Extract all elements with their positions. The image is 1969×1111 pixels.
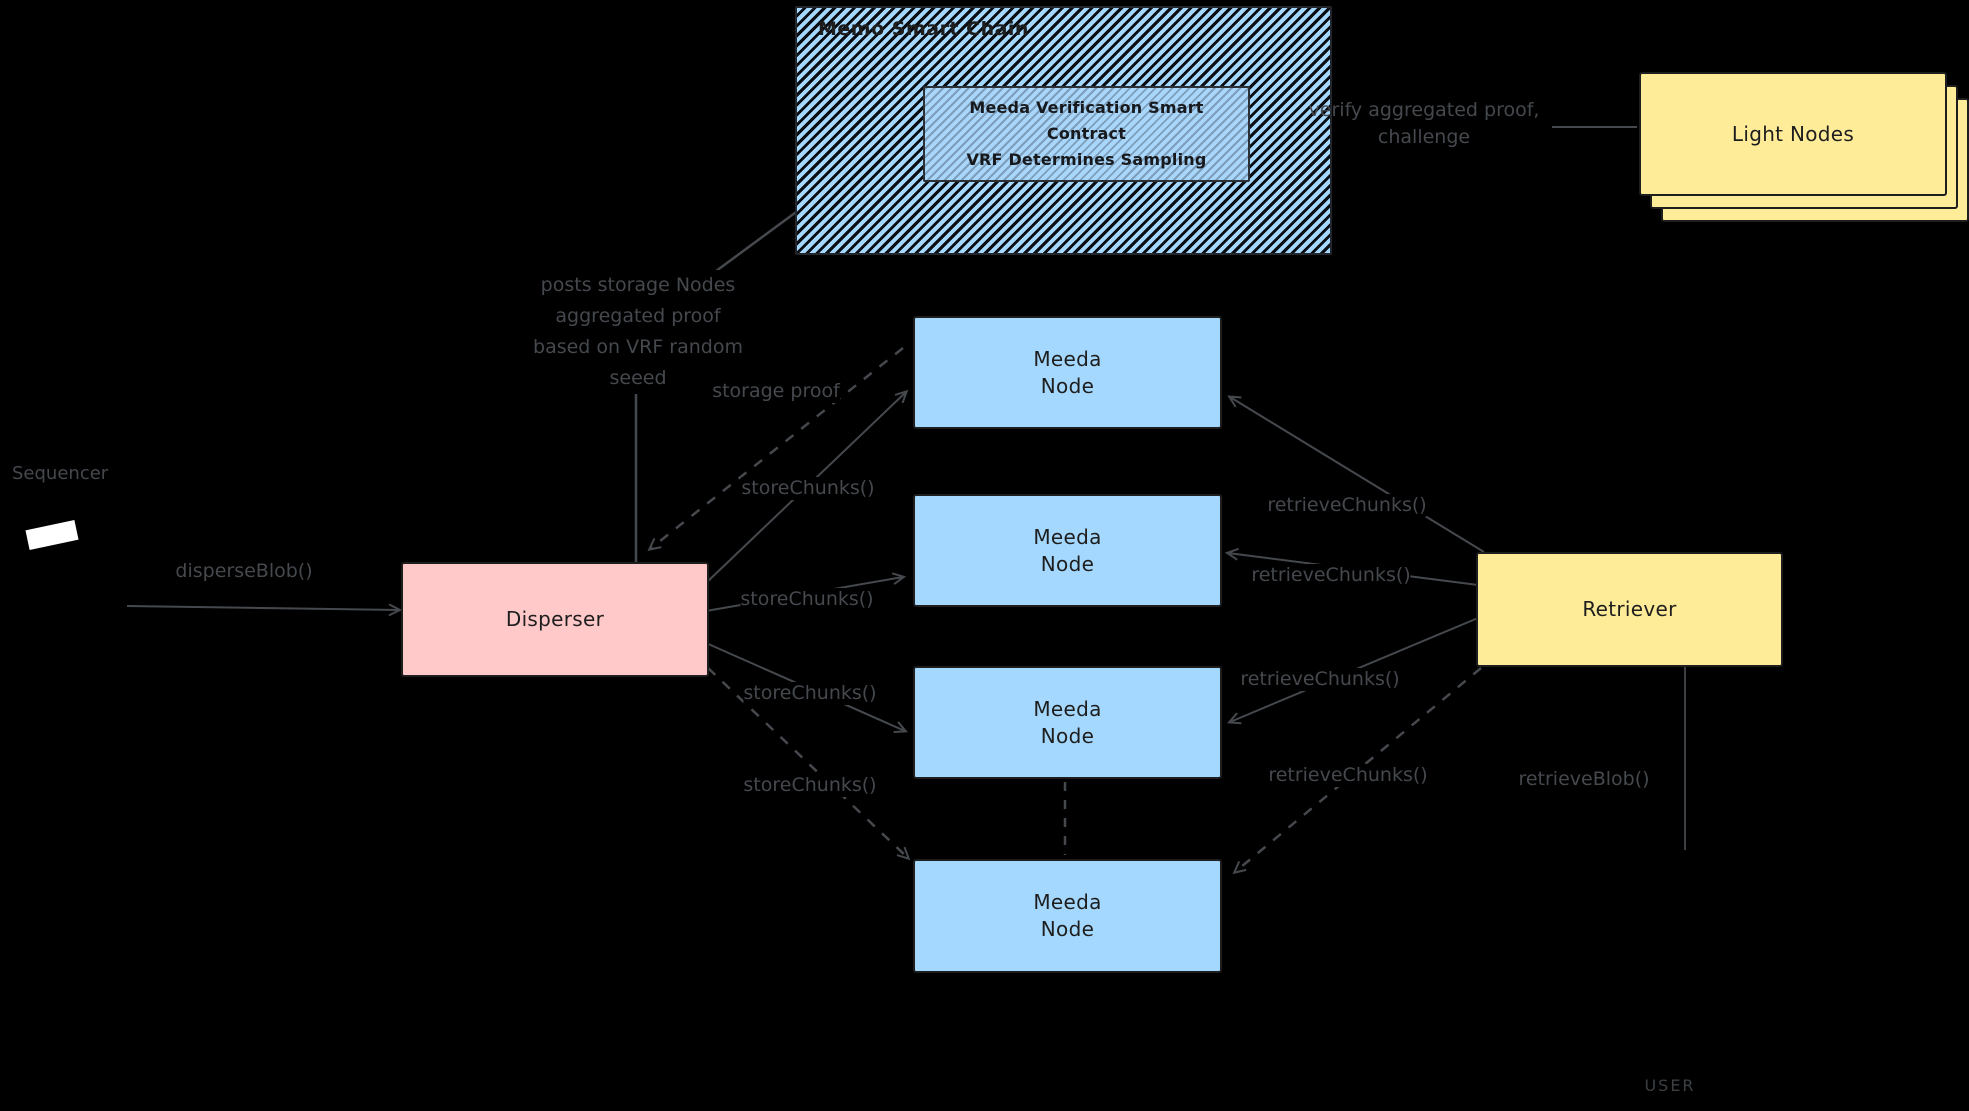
arrow-store-chunks-4 [707, 667, 911, 861]
meeda-node-line1: Meeda [1033, 890, 1102, 914]
disperser-box: Disperser [401, 562, 709, 677]
store-chunks-label-2: storeChunks() [740, 588, 874, 611]
retrieve-chunks-label-1: retrieveChunks() [1267, 494, 1427, 517]
light-nodes-label: Light Nodes [1731, 121, 1855, 146]
retrieve-chunks-label-3: retrieveChunks() [1240, 668, 1400, 691]
light-nodes-box: Light Nodes [1639, 72, 1947, 196]
meeda-node-line2: Node [1040, 917, 1095, 941]
arrow-storage-proof [647, 347, 904, 552]
contract-line: VRF Determines Sampling [966, 150, 1207, 169]
posts-proof-line: based on VRF random [533, 336, 743, 358]
meeda-node-line2: Node [1040, 373, 1095, 398]
meeda-node-box-3: Meeda Node [913, 666, 1222, 779]
disperser-label: Disperser [505, 607, 605, 631]
arrow-retrieve-chunks-4 [1232, 667, 1482, 875]
retrieve-chunks-label-2: retrieveChunks() [1251, 564, 1411, 587]
meeda-node-box-4: Meeda Node [913, 859, 1222, 973]
contract-line: Contract [1046, 124, 1127, 143]
meeda-node-box-2: Meeda Node [913, 494, 1222, 607]
retrieve-blob-label: retrieveBlob() [1518, 768, 1650, 791]
store-chunks-label-1: storeChunks() [741, 477, 875, 500]
retriever-box: Retriever [1476, 552, 1783, 667]
verify-line-1: verify aggregated proof, [1308, 99, 1540, 121]
retriever-label: Retriever [1582, 597, 1677, 621]
posts-proof-label: posts storage Nodes aggregated proof bas… [523, 270, 753, 394]
contract-line: Meeda Verification Smart [969, 98, 1204, 117]
sequencer-label: Sequencer [12, 463, 109, 484]
posts-proof-line: seeed [609, 367, 667, 389]
meeda-node-line2: Node [1040, 551, 1095, 576]
store-chunks-label-4: storeChunks() [743, 774, 877, 797]
memo-smart-chain-title: Memo Smart Chain [818, 18, 1029, 40]
meeda-node-line1: Meeda [1033, 696, 1102, 721]
retrieve-chunks-label-4: retrieveChunks() [1268, 764, 1428, 787]
meeda-node-line1: Meeda [1033, 346, 1102, 371]
verify-aggregated-proof-label: verify aggregated proof, challenge [1309, 97, 1540, 151]
verify-line-2: challenge [1377, 126, 1471, 148]
storage-proof-label: storage proof [712, 380, 840, 403]
user-label: USER [1644, 1076, 1696, 1095]
arrow-retrieve-chunks-1 [1227, 395, 1485, 553]
verification-contract-box: Meeda Verification Smart Contract VRF De… [923, 86, 1250, 182]
disperse-blob-label: disperseBlob() [175, 560, 313, 583]
meeda-node-line1: Meeda [1033, 524, 1102, 549]
posts-proof-line: posts storage Nodes [540, 274, 736, 296]
meeda-node-box-1: Meeda Node [913, 316, 1222, 429]
meeda-node-line2: Node [1040, 723, 1095, 748]
posts-proof-line: aggregated proof [555, 305, 721, 327]
store-chunks-label-3: storeChunks() [743, 682, 877, 705]
arrow-disperse-blob [126, 603, 403, 617]
